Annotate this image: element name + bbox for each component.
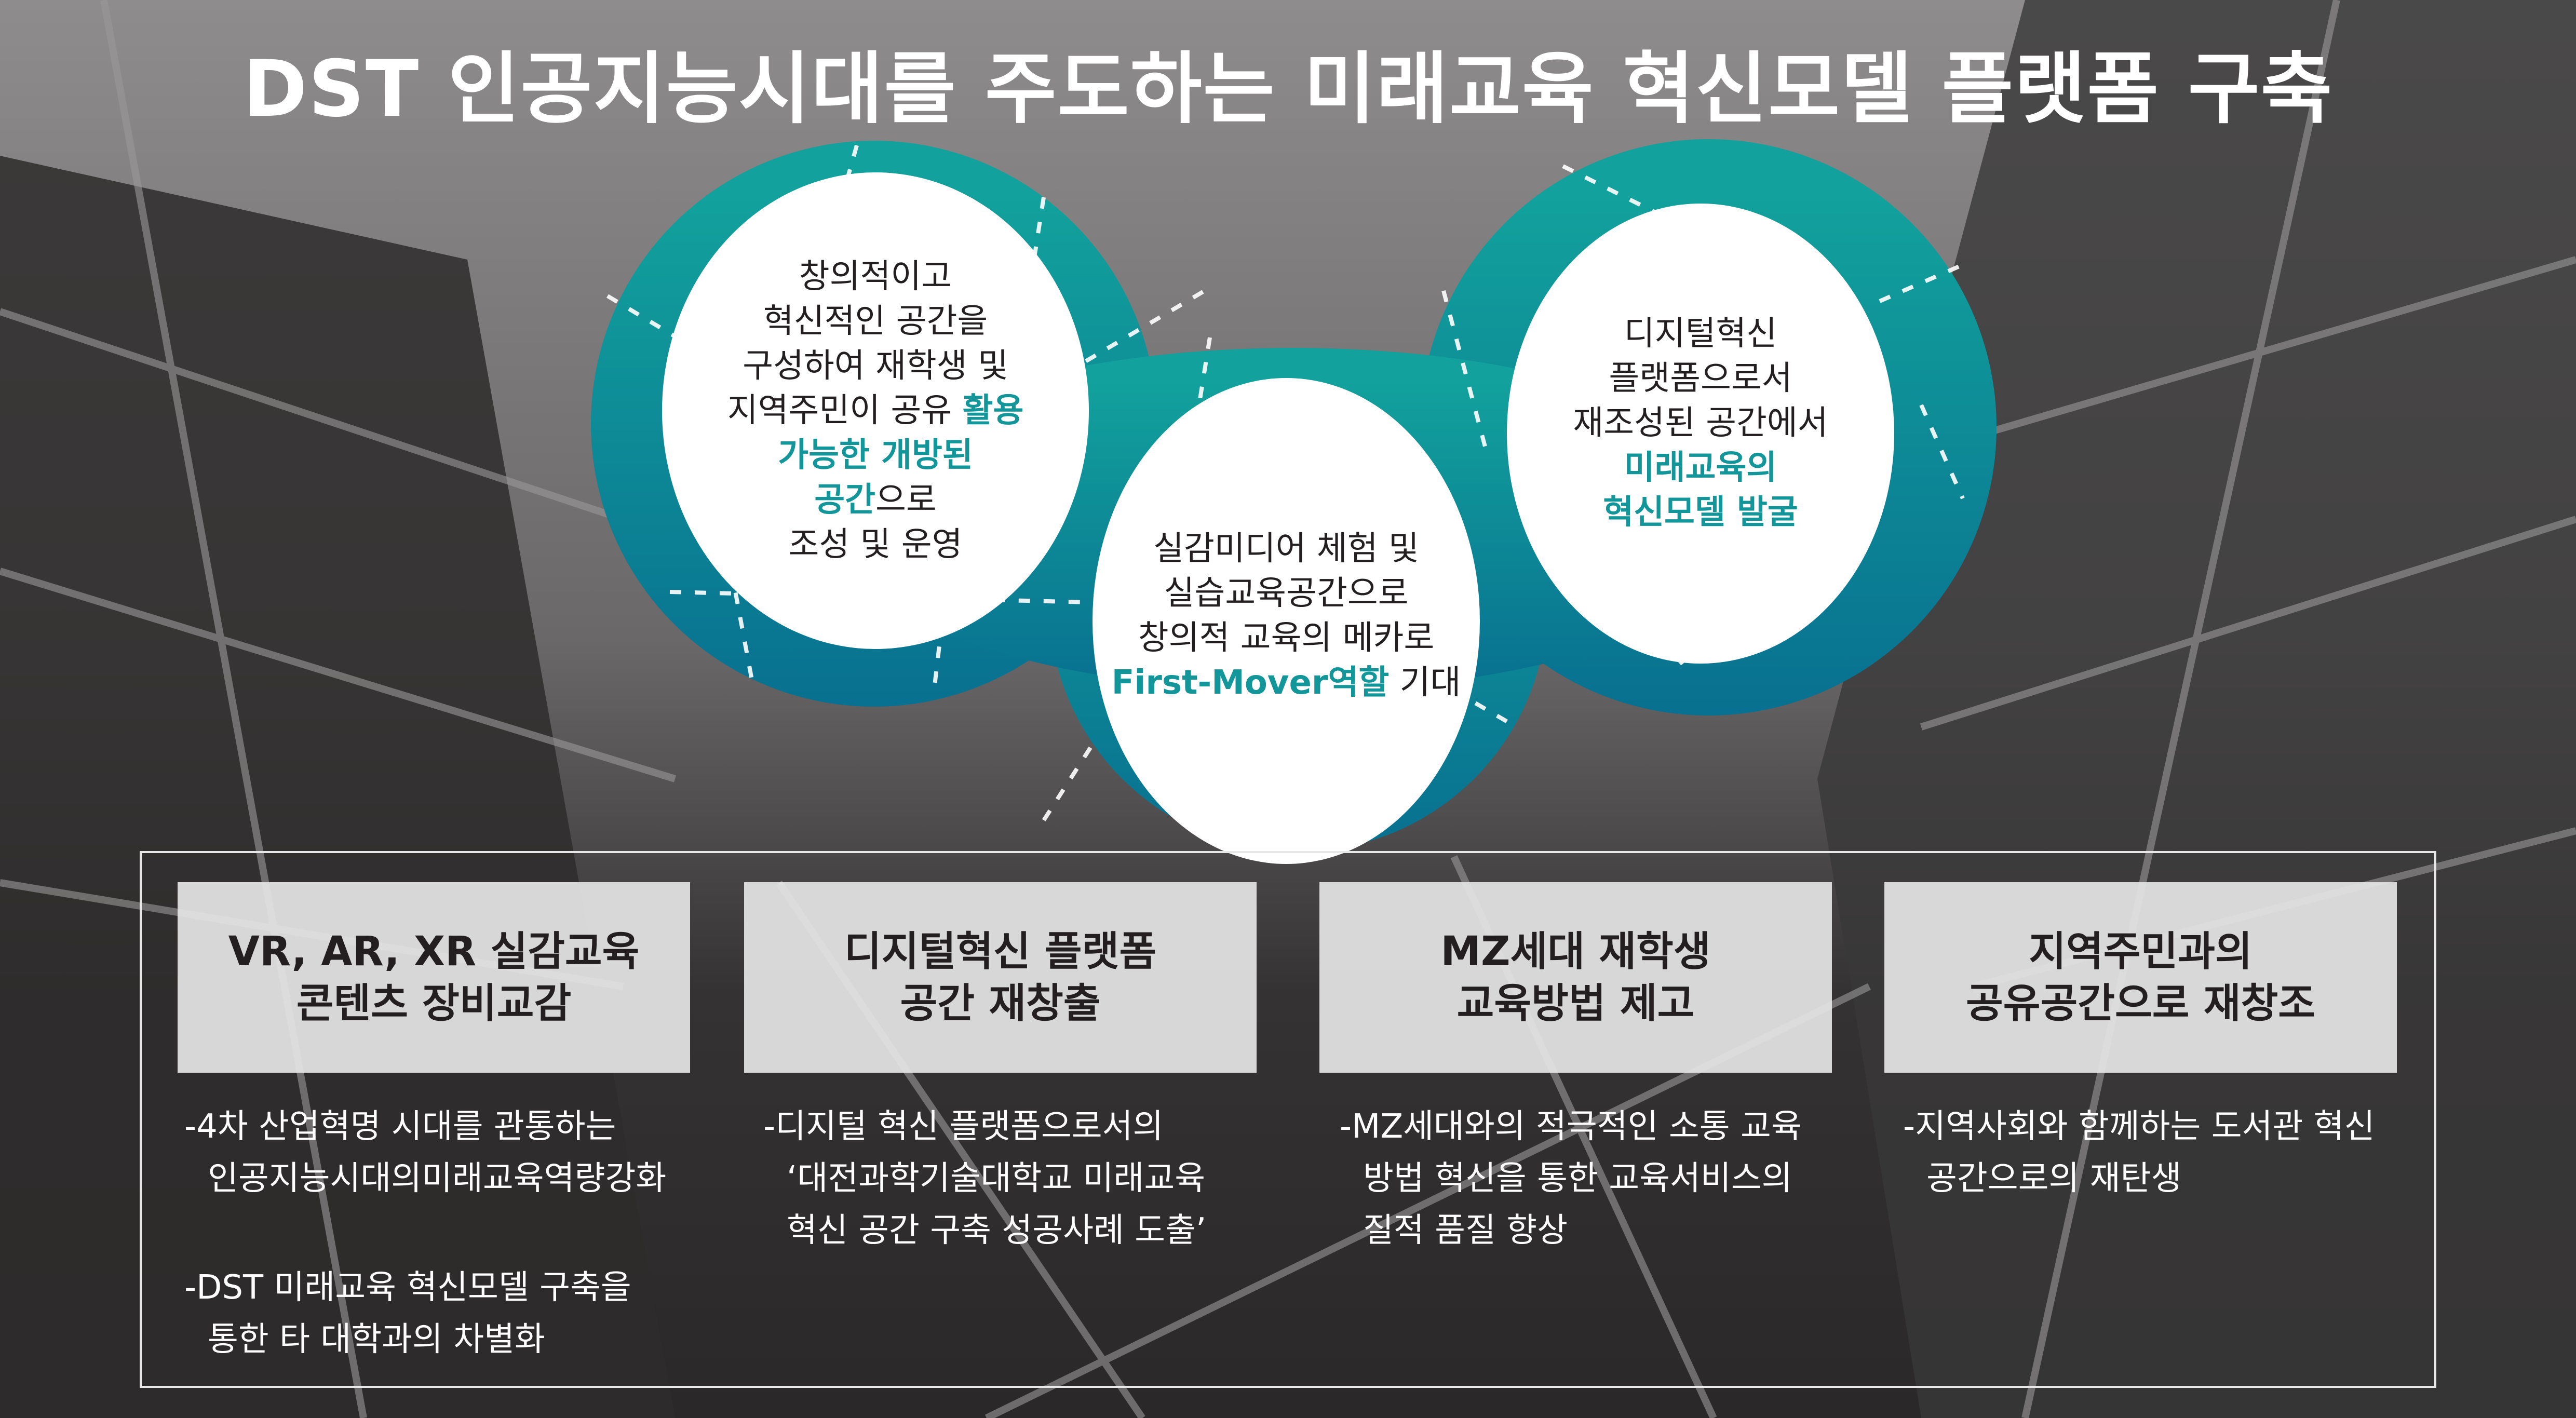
circle-text-line: 플랫폼으로서 (1573, 356, 1828, 401)
goal-title-line2: 콘텐츠 장비교감 (296, 980, 572, 1027)
page-title: DST 인공지능시대를 주도하는 미래교육 혁신모델 플랫폼 구축 (242, 44, 2334, 134)
circle-text-line: 공간으로 (727, 478, 1024, 522)
goal-title-line2: 공간 재창출 (900, 980, 1101, 1027)
circle-text-line: 혁신적인 공간을 (727, 299, 1024, 344)
body-text: 창의적 교육의 메카로 (1138, 619, 1435, 657)
circle-text-line: 창의적 교육의 메카로 (1112, 616, 1461, 660)
circle-text-line: 지역주민이 공유 활용 (727, 388, 1024, 433)
description-line: ‘대전과학기술대학교 미래교육 (787, 1159, 1206, 1198)
body-text: 재조성된 공간에서 (1573, 404, 1828, 442)
description-line: 질적 품질 향상 (1363, 1211, 1568, 1250)
description-line: -지역사회와 함께하는 도서관 혁신 (1903, 1108, 2375, 1146)
description-line: 방법 혁신을 통한 교육서비스의 (1363, 1159, 1792, 1198)
description-line: 통한 타 대학과의 차별화 (208, 1320, 545, 1359)
body-text: 으로 (875, 481, 937, 519)
body-text: 조성 및 운영 (788, 525, 963, 564)
goal-title-line2: 공유공간으로 재창조 (1966, 980, 2315, 1027)
circle-text-line: 창의적이고 (727, 254, 1024, 299)
body-text: 실습교육공간으로 (1164, 574, 1409, 613)
circle-text-line: 가능한 개방된 (727, 433, 1024, 478)
circle-text-line: 실감미디어 체험 및 (1112, 526, 1461, 571)
highlight-text: First-Mover역할 (1111, 664, 1390, 702)
body-text: 플랫폼으로서 (1609, 359, 1792, 398)
goal-box-digital-platform: 디지털혁신 플랫폼 공간 재창출 (744, 882, 1257, 1073)
highlight-text: 혁신모델 발굴 (1603, 493, 1798, 532)
goal-box-community-space: 지역주민과의 공유공간으로 재창조 (1884, 882, 2397, 1073)
goal-title-line1: VR, AR, XR 실감교육 (228, 928, 640, 975)
description-line: -디지털 혁신 플랫폼으로서의 (763, 1108, 1164, 1146)
circle-text-line: 디지털혁신 (1573, 312, 1828, 356)
circle-text-line: 조성 및 운영 (727, 522, 1024, 567)
description-line: 공간으로의 재탄생 (1926, 1159, 2182, 1198)
circle-text-line: First-Mover역할 기대 (1112, 660, 1461, 705)
highlight-text: 활용 (962, 391, 1024, 430)
description-line: -DST 미래교육 혁신모델 구축을 (184, 1268, 631, 1307)
goal-title-line2: 교육방법 제고 (1456, 980, 1695, 1027)
circle-text-line: 미래교육의 (1573, 445, 1828, 490)
circle-text-line: 재조성된 공간에서 (1573, 401, 1828, 445)
goal-title-line1: MZ세대 재학생 (1440, 928, 1711, 975)
description-line: 혁신 공간 구축 성공사례 도출’ (787, 1211, 1207, 1250)
goals-frame (140, 851, 2436, 1388)
body-text: 실감미디어 체험 및 (1153, 530, 1419, 568)
goal-box-mz-generation: MZ세대 재학생 교육방법 제고 (1319, 882, 1832, 1073)
description-line: -MZ세대와의 적극적인 소통 교육 (1340, 1108, 1802, 1146)
circle-text-line: 실습교육공간으로 (1112, 571, 1461, 616)
goal-title-line1: 지역주민과의 (2029, 928, 2253, 975)
goal-box-vr-ar-xr: VR, AR, XR 실감교육 콘텐츠 장비교감 (178, 882, 690, 1073)
highlight-text: 가능한 개방된 (778, 436, 973, 475)
body-text: 기대 (1389, 664, 1461, 702)
description-line: -4차 산업혁명 시대를 관통하는 (184, 1108, 616, 1146)
circle-text-line: 구성하여 재학생 및 (727, 344, 1024, 388)
highlight-text: 미래교육의 (1624, 449, 1777, 487)
highlight-text: 공간 (814, 481, 875, 519)
circle-text-line: 혁신모델 발굴 (1573, 490, 1828, 535)
description-line: 인공지능시대의미래교육역량강화 (208, 1159, 667, 1198)
body-text: 디지털혁신 (1624, 315, 1777, 353)
goal-title-line1: 디지털혁신 플랫폼 (844, 928, 1157, 975)
body-text: 구성하여 재학생 및 (743, 347, 1008, 385)
body-text: 지역주민이 공유 (727, 391, 963, 430)
body-text: 창의적이고 (799, 258, 952, 296)
body-text: 혁신적인 공간을 (763, 302, 988, 341)
